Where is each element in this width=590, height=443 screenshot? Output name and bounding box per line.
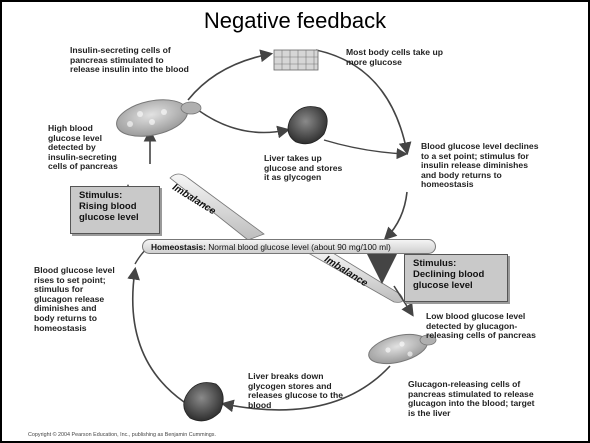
- arrow-pancreas-to-liver: [197, 109, 291, 139]
- label-low-glucose: Low blood glucose level detected by gluc…: [426, 311, 536, 341]
- imbalance-upper-band: [169, 173, 265, 241]
- stimulus-rising-box: Stimulus: Rising blood glucose level: [70, 186, 160, 234]
- stimulus-declining-box: Stimulus: Declining blood glucose level: [404, 254, 508, 302]
- arrow-cells-to-decline: [315, 49, 412, 156]
- arrow-decline-to-homeostasis: [383, 191, 408, 241]
- label-insulin-cells: Insulin-secreting cells of pancreas stim…: [70, 45, 189, 75]
- arrow-liver-to-rise: [127, 266, 185, 403]
- label-rises: Blood glucose level rises to set point; …: [34, 265, 115, 333]
- arrow-glucagon-to-liver: [220, 365, 391, 413]
- slide-title: Negative feedback: [203, 8, 387, 33]
- label-body-cells: Most body cells take up more glucose: [346, 47, 443, 67]
- liver-upper-image: [287, 106, 328, 145]
- arrow-pancreas-to-cells: [187, 49, 274, 101]
- homeostasis-label: Homeostasis:: [151, 242, 206, 252]
- label-declines: Blood glucose level declines to a set po…: [421, 141, 539, 190]
- pancreas-bottom-image: [368, 333, 437, 365]
- copyright-text: Copyright © 2004 Pearson Education, Inc.…: [28, 432, 216, 438]
- pancreas-top-image: [116, 99, 202, 137]
- label-glucagon-cells: Glucagon-releasing cells of pancreas sti…: [408, 379, 535, 418]
- homeostasis-text: Normal blood glucose level (about 90 mg/…: [208, 242, 391, 252]
- homeostasis-bar: Homeostasis: Normal blood glucose level …: [142, 239, 436, 254]
- label-liver-takes-up: Liver takes up glucose and stores it as …: [264, 153, 343, 183]
- arrow-liver-to-decline: [323, 139, 408, 160]
- liver-lower-image: [183, 382, 224, 422]
- label-high-glucose: High blood glucose level detected by ins…: [48, 123, 118, 172]
- body-cells-image: [273, 49, 319, 71]
- label-liver-breaks-down: Liver breaks down glycogen stores and re…: [248, 371, 344, 410]
- arrow-down-to-low: [393, 285, 414, 317]
